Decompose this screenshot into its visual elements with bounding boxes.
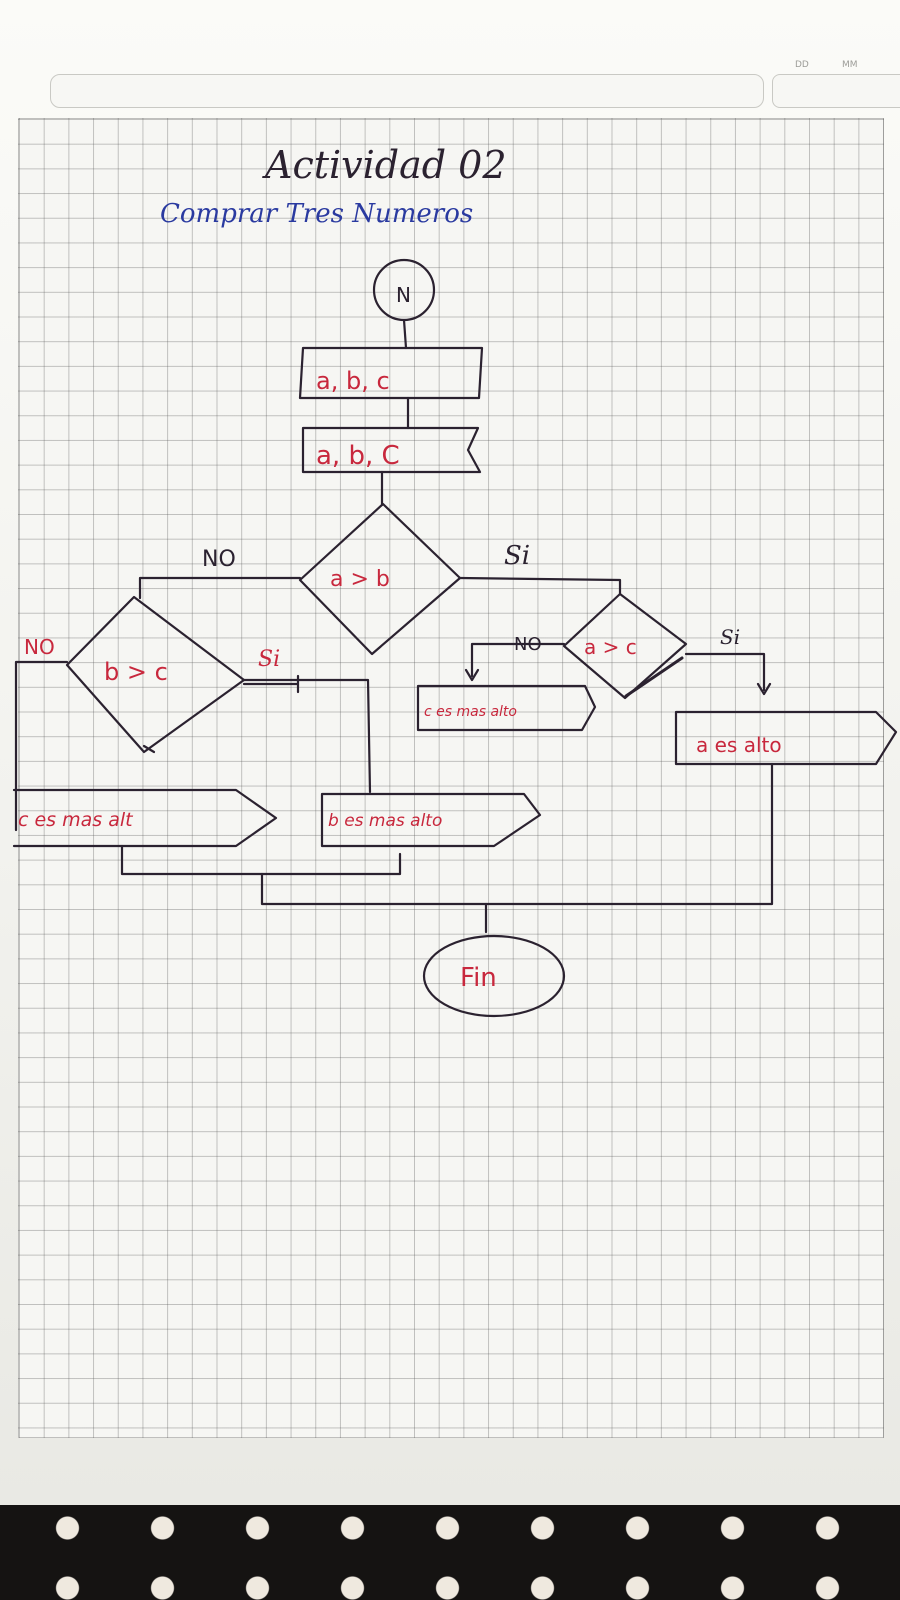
input-box-1 — [298, 346, 484, 400]
left-no-label: NO — [24, 635, 55, 659]
flow-line-right-si — [684, 652, 766, 692]
input-2-label: a, b, C — [316, 441, 400, 471]
flow-line-main-no — [138, 576, 302, 600]
flow-line-left-si — [242, 678, 372, 794]
flow-line — [624, 656, 684, 698]
polka-dot-background — [0, 1490, 900, 1600]
main-no-label: NO — [202, 547, 236, 572]
output-b-label: b es mas alto — [328, 811, 442, 831]
flow-line-main-si — [458, 576, 622, 596]
merge-line-left — [120, 844, 402, 876]
main-si-label: Si — [504, 541, 530, 571]
output-box-c-right — [416, 684, 597, 732]
decision-right — [562, 592, 688, 700]
flow-line-left-no — [14, 660, 69, 832]
output-c-left-label: c es mas alt — [18, 809, 134, 831]
end-terminal — [422, 934, 566, 1018]
date-label-dd: DD — [795, 60, 809, 70]
decision-right-label: a > c — [584, 635, 637, 659]
output-c-right-label: c es mas alto — [424, 704, 517, 720]
date-label-mm: MM — [842, 60, 858, 70]
start-label: N — [396, 283, 411, 307]
end-label: Fin — [460, 963, 497, 993]
page-title: Actividad 02 — [262, 143, 507, 187]
flow-line-right-no — [470, 642, 566, 678]
page-subtitle: Comprar Tres Numeros — [160, 199, 473, 229]
decision-main — [298, 502, 462, 656]
header-title-field — [50, 74, 764, 108]
flow-line — [402, 318, 408, 350]
decision-main-label: a > b — [330, 567, 390, 592]
arrow-head — [756, 682, 772, 696]
output-box-a — [674, 710, 898, 766]
left-si-label: Si — [258, 647, 280, 672]
flow-line — [142, 744, 156, 754]
grid-paper — [18, 118, 884, 1438]
right-no-label: NO — [514, 634, 542, 655]
output-box-c-left — [12, 788, 278, 848]
decision-left-label: b > c — [104, 658, 168, 686]
right-si-label: Si — [720, 625, 740, 649]
output-box-b — [320, 792, 542, 848]
input-box-2 — [301, 426, 482, 474]
input-1-label: a, b, c — [316, 367, 390, 395]
merge-line-main — [260, 762, 774, 906]
header-date-field — [772, 74, 900, 108]
arrow-head — [464, 668, 480, 682]
decision-left — [65, 595, 246, 754]
output-a-label: a es alto — [696, 733, 782, 757]
